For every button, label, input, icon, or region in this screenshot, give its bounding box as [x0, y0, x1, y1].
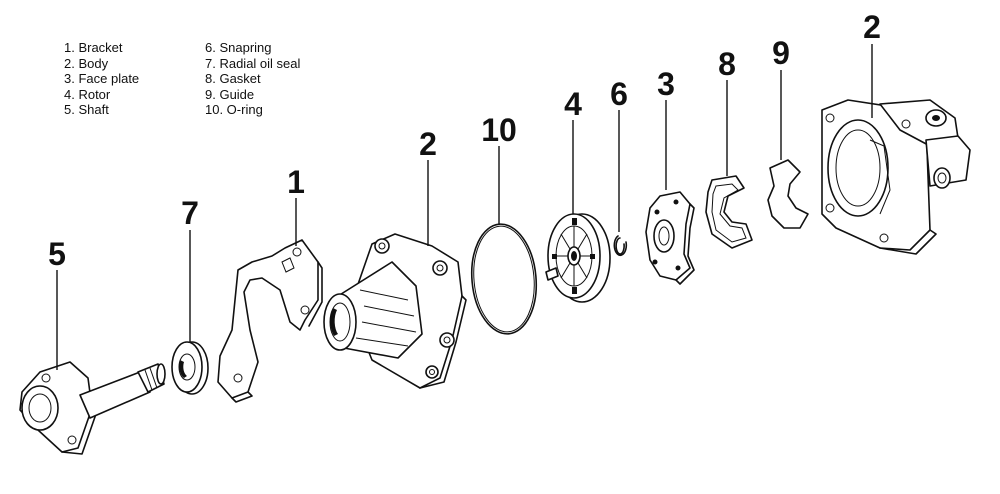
oil-seal-part: [171, 341, 209, 395]
body-main-part: [323, 233, 467, 389]
legend-item-bracket: 1. Bracket: [64, 40, 123, 55]
callout-guide: 9: [772, 35, 790, 71]
rotor-part: [545, 213, 611, 303]
o-ring-part: [470, 223, 538, 335]
guide-part: [767, 159, 809, 229]
gasket-part: [705, 175, 753, 249]
legend-item-radial-oil-seal: 7. Radial oil seal: [205, 55, 301, 71]
legend-item-o-ring: 10. O-ring: [205, 102, 263, 117]
snapring-part: [613, 235, 628, 256]
callout-oil-seal: 7: [181, 195, 199, 231]
callout-gasket: 8: [718, 46, 736, 82]
callout-o-ring: 10: [481, 112, 517, 148]
legend-item-body: 2. Body: [64, 55, 109, 71]
face-plate-part: [645, 191, 695, 285]
callout-face-plate: 3: [657, 66, 675, 102]
legend-right: 6. Snapring 7. Radial oil seal 8. Gasket…: [205, 40, 300, 118]
legend-item-shaft: 5. Shaft: [64, 102, 109, 117]
shaft-part: [19, 361, 166, 455]
callout-bracket: 1: [287, 164, 305, 200]
callout-shaft: 5: [48, 236, 66, 272]
legend-left: 1. Bracket 2. Body 3. Face plate 4. Roto…: [64, 40, 139, 118]
callout-body-main: 2: [419, 126, 437, 162]
callout-rotor: 4: [564, 86, 582, 122]
callout-body-right: 2: [863, 9, 881, 45]
callout-snapring: 6: [610, 76, 628, 112]
legend-item-face-plate: 3. Face plate: [64, 71, 140, 86]
body-right-part: [821, 99, 971, 255]
legend-item-gasket: 8. Gasket: [205, 71, 261, 86]
legend-item-snapring: 6. Snapring: [205, 40, 272, 55]
legend-item-rotor: 4. Rotor: [64, 86, 111, 102]
bracket-part: [217, 239, 323, 403]
legend-item-guide: 9. Guide: [205, 86, 255, 102]
